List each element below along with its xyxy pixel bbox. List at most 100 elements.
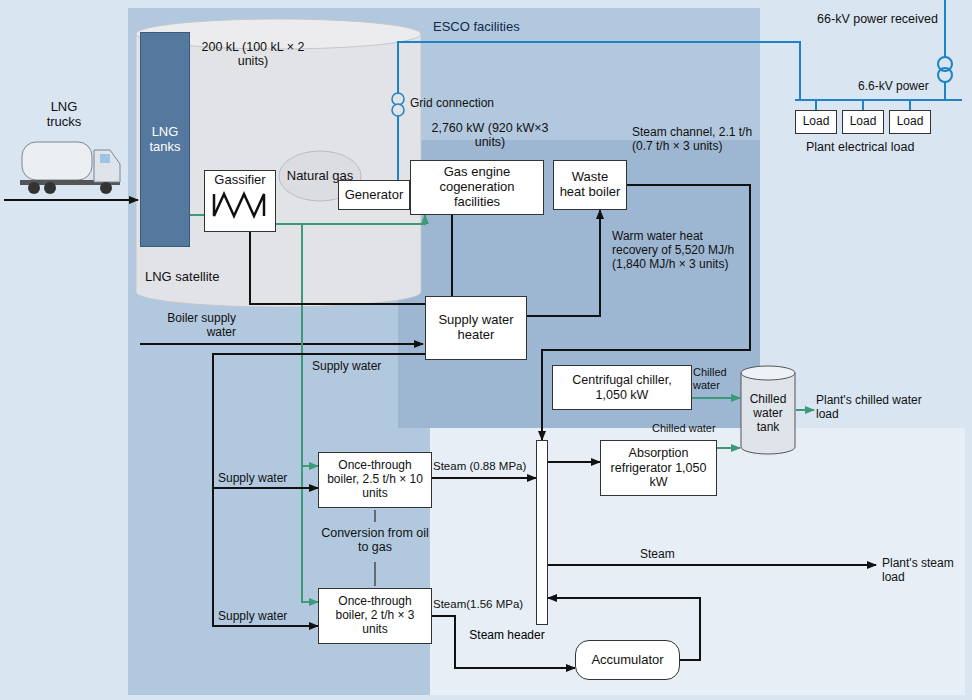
connector — [432, 477, 536, 479]
connector — [548, 598, 700, 660]
connector — [276, 224, 318, 466]
node-text: LNG tanks — [145, 125, 185, 155]
node-text: Gassifier — [214, 173, 265, 188]
edge-label: Chilled water — [693, 366, 739, 391]
process-box: Gas engine cogeneration facilities — [410, 160, 544, 215]
supply-water-arrow — [140, 343, 423, 345]
process-box: Centrifugal chiller, 1,050 kW — [552, 365, 692, 410]
node-text: Load — [850, 115, 877, 129]
connector — [213, 354, 425, 488]
node-text: Load — [897, 115, 924, 129]
text-label: Steam — [640, 548, 675, 562]
node-text: Load — [803, 115, 830, 129]
node-text: LNG satellite — [145, 270, 219, 285]
connector — [250, 232, 425, 304]
path-part — [214, 194, 264, 216]
process-box: Supply water heater — [425, 296, 527, 360]
path-part — [94, 150, 120, 182]
process-box: Absorption refrigerator 1,050 kW — [600, 440, 717, 496]
node-text: Centrifugal chiller, 1,050 kW — [557, 373, 687, 402]
circle-part — [392, 93, 404, 105]
polygon-part — [128, 8, 760, 695]
connector — [527, 210, 600, 316]
connector — [213, 354, 425, 626]
circle-part — [100, 182, 112, 194]
node-text: Chilled water tank — [744, 393, 792, 434]
connector — [432, 616, 575, 668]
leader-line — [375, 562, 376, 586]
edge-label: Supply water — [218, 610, 287, 624]
text-label: 66-kV power received — [760, 12, 938, 26]
node-text: Absorption refrigerator 1,050 kW — [605, 446, 712, 489]
lng-truck — [20, 142, 120, 194]
circle-part — [938, 68, 952, 82]
text-label: Plant's chilled water load — [816, 394, 926, 422]
rect-part — [22, 142, 92, 180]
region-panel: ESCO facilitiesLNG satellite LNG tanksGas… — [128, 8, 760, 695]
process-box: Waste heat boiler — [553, 160, 627, 210]
connector — [398, 42, 910, 180]
text-label: 2,760 kW (920 kW×3 units) — [428, 121, 552, 150]
text-label: 200 kL (100 kL × 2 units) — [192, 40, 314, 69]
lng-tank: LNG tanks — [140, 32, 190, 247]
connector — [542, 185, 750, 440]
text-label: Grid connection — [410, 97, 494, 111]
node-text: Generator — [345, 188, 404, 203]
connector — [276, 224, 318, 602]
connector — [717, 447, 740, 449]
rect-part — [100, 154, 110, 163]
process-box: Load — [889, 110, 931, 134]
edge-label: Chilled water — [652, 422, 716, 435]
circle-part — [392, 104, 404, 116]
circle-part — [28, 182, 40, 194]
circle-part — [44, 182, 56, 194]
connector — [692, 397, 740, 399]
node-text: Steam header — [457, 629, 557, 643]
line-part — [944, 82, 946, 100]
connector — [398, 42, 816, 180]
node-text: ESCO facilities — [433, 20, 520, 35]
edge-label: Supply water — [218, 472, 287, 486]
leader-line — [375, 510, 376, 522]
lng-satellite: LNG satellite LNG tanksGassifier — [135, 18, 422, 308]
ellipse-part — [741, 366, 795, 380]
text-label: Boiler supply water — [138, 312, 236, 340]
connector — [548, 461, 600, 463]
steam-load-arrow — [548, 564, 876, 566]
chilled-load-arrow — [796, 409, 814, 411]
text-label: LNG trucks — [36, 100, 92, 130]
edge-label: Steam channel, 2.1 t/h (0.7 t/h × 3 unit… — [632, 126, 754, 154]
process-box: Once-through boiler, 2 t/h × 3 units — [318, 588, 432, 644]
heat-exchanger-icon — [212, 190, 268, 220]
plant-area — [430, 428, 965, 695]
line-part — [944, 0, 946, 57]
node-text: Gas engine cogeneration facilities — [415, 165, 539, 210]
edge-label: Steam (0.88 MPa) — [433, 460, 526, 473]
process-box: Once-through boiler, 2.5 t/h × 10 units — [318, 452, 432, 508]
truck-arrow — [4, 199, 138, 201]
path-part — [741, 373, 795, 454]
node-text: Accumulator — [591, 653, 663, 668]
connector — [276, 215, 425, 224]
text-label: Supply water — [312, 360, 381, 374]
rect-part — [398, 140, 760, 428]
connector — [190, 214, 204, 216]
node-text: Waste heat boiler — [558, 170, 622, 200]
text-label: Conversion from oil to gas — [320, 526, 430, 555]
chilled-water-tank: Chilled water tank — [740, 365, 796, 455]
text-label: Plant's steam load — [882, 557, 956, 585]
process-box: Generator — [338, 180, 410, 210]
edge-label: Warm water heat recovery of 5,520 MJ/h (… — [612, 230, 744, 271]
process-box: Load — [842, 110, 884, 134]
steam-header-bar: Steam header — [536, 440, 548, 625]
connector — [398, 42, 863, 180]
node-text: Once-through boiler, 2.5 t/h × 10 units — [323, 459, 427, 500]
process-box: Gassifier — [204, 170, 276, 232]
node-text: Once-through boiler, 2 t/h × 3 units — [323, 595, 427, 636]
edge-label: Steam(1.56 MPa) — [433, 598, 523, 611]
process-box: Accumulator — [575, 640, 680, 680]
text-label: Plant electrical load — [806, 140, 914, 154]
text-label: 6.6-kV power — [858, 80, 929, 94]
node-text: Supply water heater — [430, 313, 522, 343]
